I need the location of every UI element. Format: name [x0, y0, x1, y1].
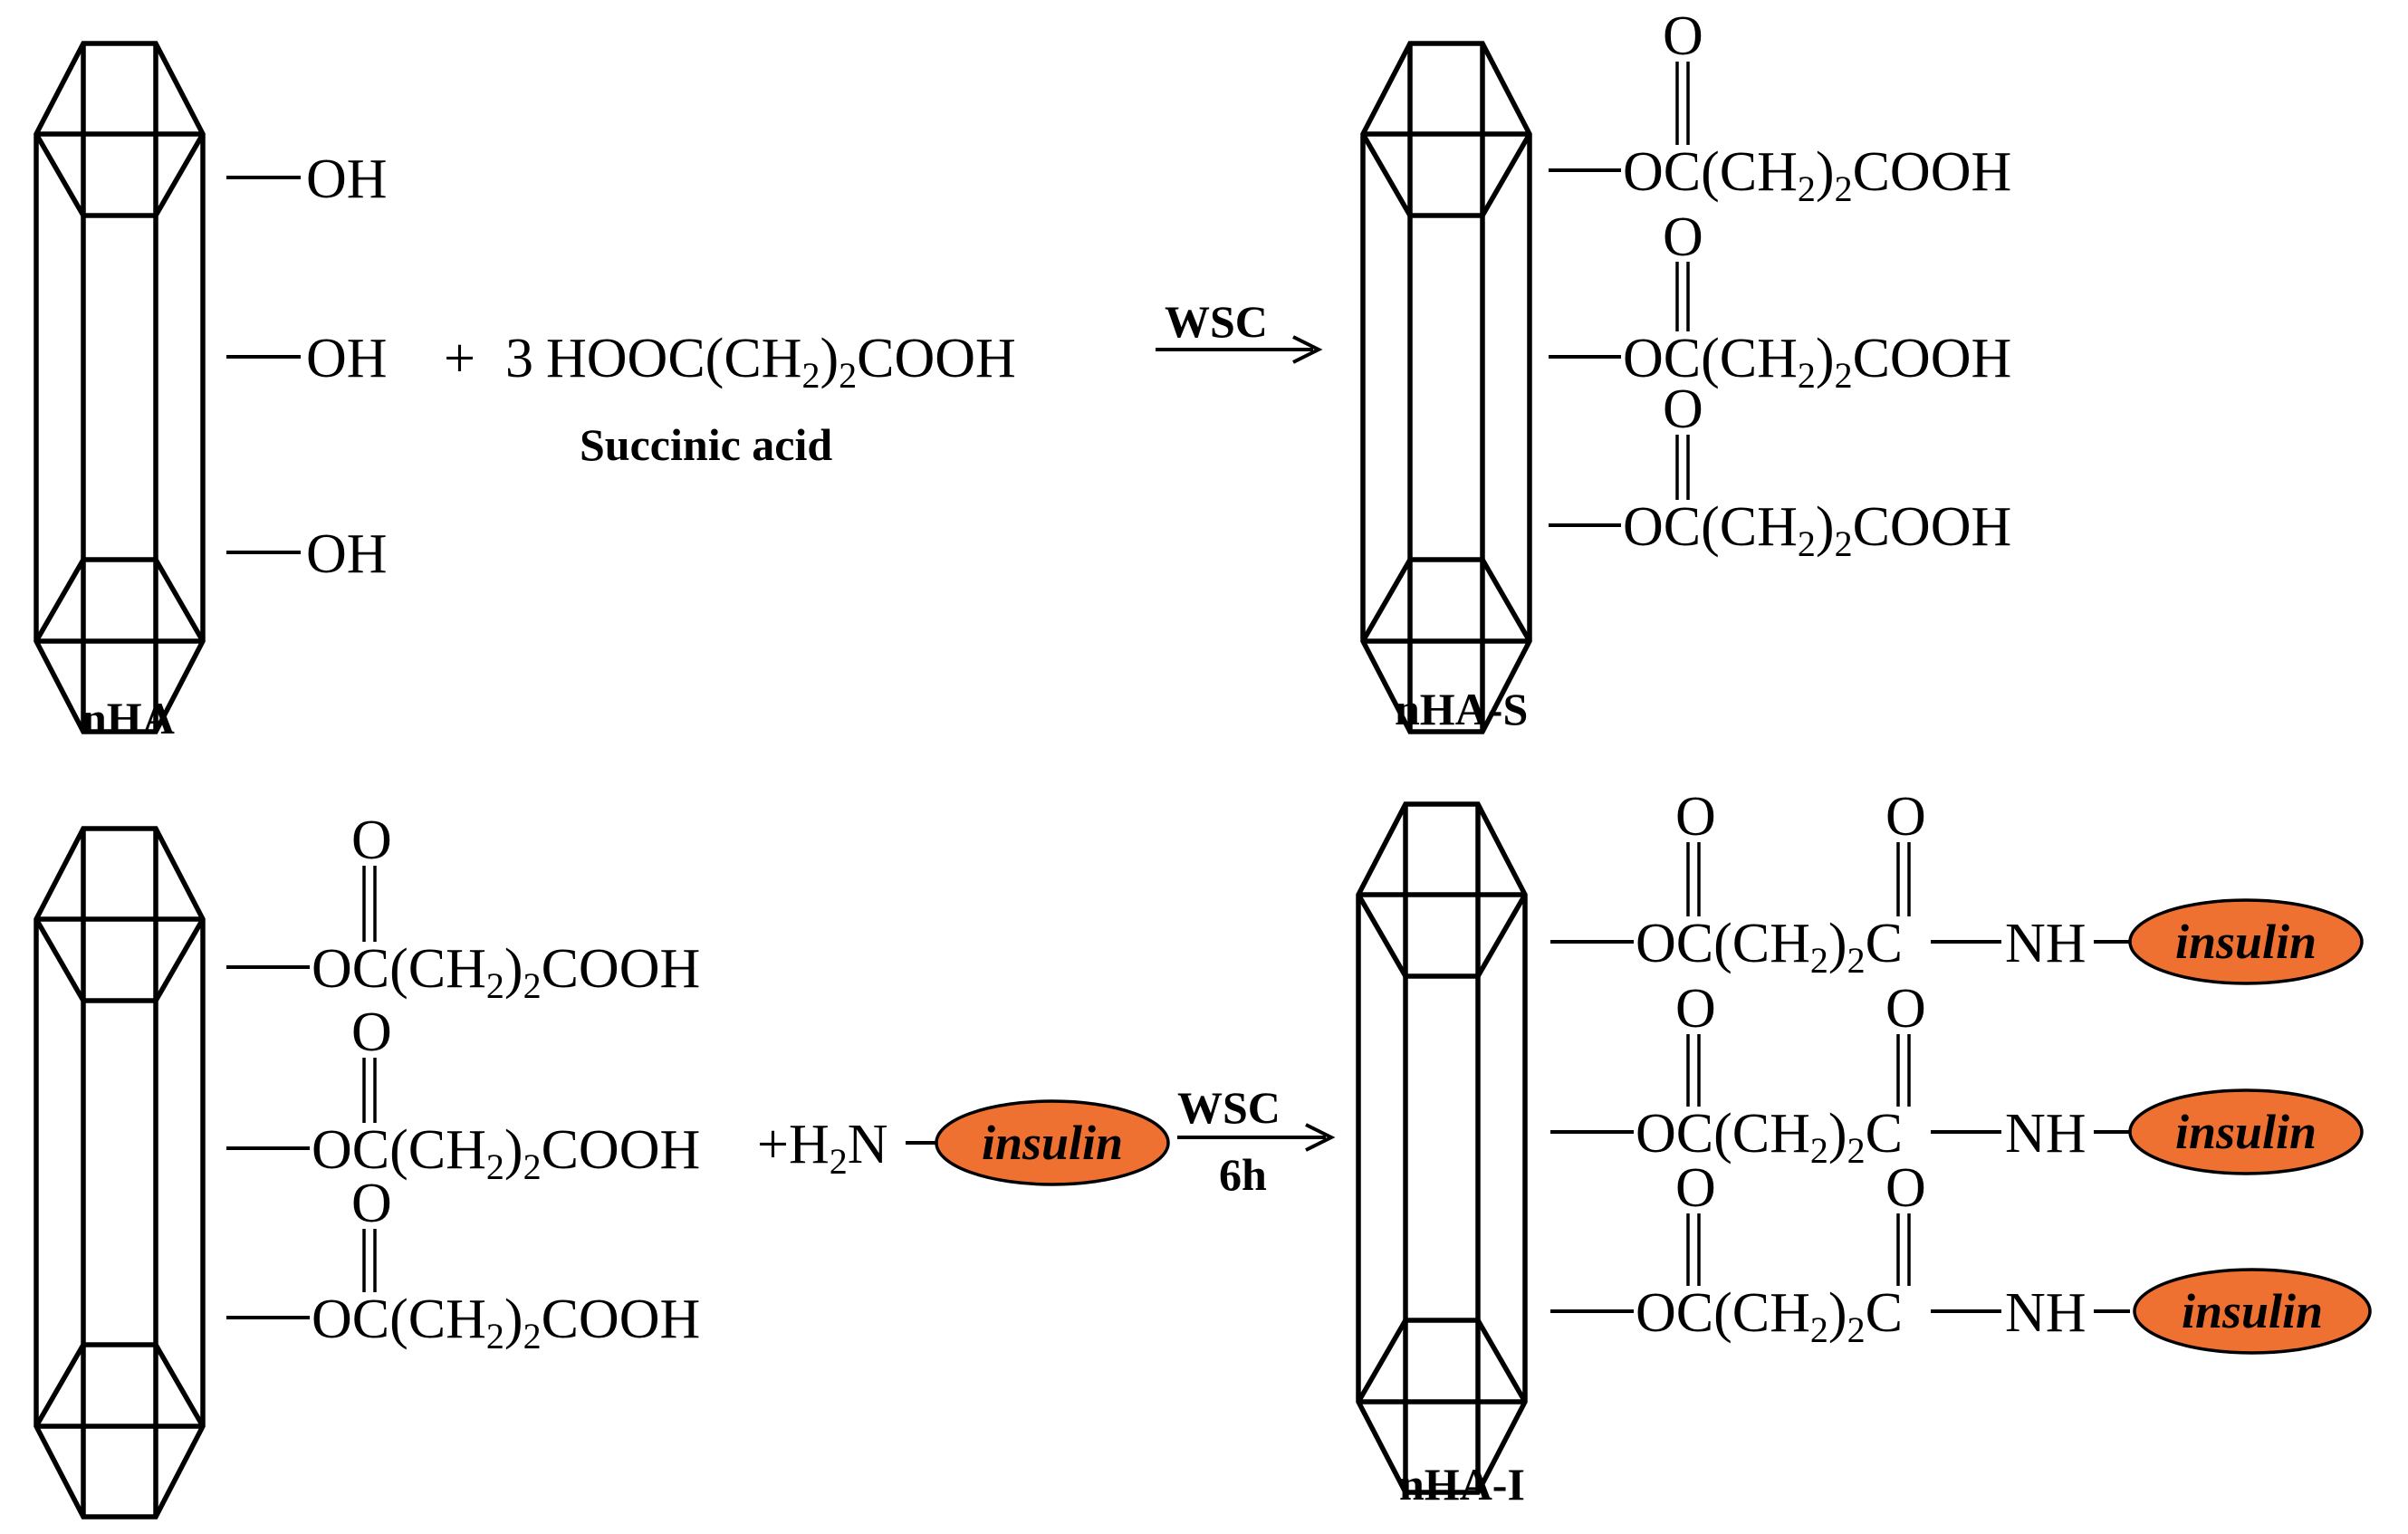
amine-formula: +H2N — [757, 1114, 888, 1182]
hydroxyl-label: OH — [306, 523, 388, 585]
nha-i-product: OC(CH2)2C O O NH insulin OC(CH2)2C O O N… — [1358, 786, 2372, 1510]
succinate-ester-group-1: OC(CH2)2COOH O — [226, 810, 700, 1006]
wsc-label: WSC — [1165, 296, 1268, 347]
carbonyl-oxygen: O — [1675, 786, 1716, 848]
succinate-ester-group-3: OC(CH2)2COOH O — [1549, 379, 2011, 564]
amide-carbonyl-oxygen: O — [1885, 978, 1926, 1040]
ester-formula: OC(CH2)2COOH — [312, 1119, 700, 1187]
nha-i-crystal-prism — [1358, 804, 1525, 1492]
nha-s-crystal-prism — [36, 829, 203, 1517]
amide-nh: NH — [2005, 1282, 2087, 1344]
nha-s-label: nHA-S — [1395, 684, 1528, 734]
hydroxyl-group-1: OH — [226, 149, 388, 210]
insulin-label: insulin — [2175, 1105, 2317, 1159]
nha-s-crystal-prism — [1363, 43, 1530, 732]
carbonyl-oxygen: O — [351, 1173, 392, 1234]
insulin-label: insulin — [2175, 915, 2317, 969]
carbonyl-oxygen: O — [351, 1002, 392, 1063]
plus-sign: + — [444, 328, 475, 389]
hydroxyl-label: OH — [306, 149, 388, 210]
amide-carbonyl-oxygen: O — [1885, 786, 1926, 848]
nha-s-reactant: OC(CH2)2COOH O OC(CH2)2COOH O OC(CH2)2CO… — [36, 810, 700, 1517]
insulin-label: insulin — [2182, 1284, 2323, 1338]
amide-nh: NH — [2005, 913, 2087, 974]
carbonyl-oxygen: O — [1663, 379, 1703, 440]
nha-label: nHA — [82, 693, 175, 743]
insulin-ellipse: insulin — [935, 1099, 1170, 1186]
ester-formula: OC(CH2)2COOH — [312, 938, 700, 1006]
step1-arrow: WSC — [1156, 296, 1323, 364]
ester-formula: OC(CH2)2COOH — [1623, 141, 2011, 209]
amide-formula: OC(CH2)2C — [1636, 913, 1903, 981]
step2-arrow: WSC 6h — [1177, 1082, 1336, 1200]
amide-formula: OC(CH2)2C — [1636, 1282, 1903, 1350]
succinate-ester-group-2: OC(CH2)2COOH O — [1549, 206, 2011, 396]
hydroxyl-group-3: OH — [226, 523, 388, 585]
insulin-ellipse — [2128, 898, 2364, 985]
succinate-ester-group-3: OC(CH2)2COOH O — [226, 1173, 700, 1357]
carbonyl-oxygen: O — [351, 810, 392, 871]
nha-i-label: nHA-I — [1399, 1459, 1525, 1510]
wsc-label: WSC — [1177, 1082, 1281, 1133]
succinate-ester-group-1: OC(CH2)2COOH O — [1549, 5, 2011, 209]
nha-reactant: OH OH OH nHA — [36, 43, 388, 743]
nha-s-product: OC(CH2)2COOH O OC(CH2)2COOH O OC(CH2)2CO… — [1363, 5, 2011, 734]
insulin-ellipse — [2133, 1268, 2372, 1355]
ester-formula: OC(CH2)2COOH — [1623, 328, 2011, 396]
insulin-conjugate-group-3: OC(CH2)2C O O NH insulin — [1550, 1157, 2372, 1355]
carbonyl-oxygen: O — [1663, 5, 1703, 67]
ester-formula: OC(CH2)2COOH — [312, 1289, 700, 1357]
amide-formula: OC(CH2)2C — [1636, 1103, 1903, 1171]
hydroxyl-group-2: OH — [226, 328, 388, 389]
reaction-time-label: 6h — [1219, 1149, 1267, 1200]
carbonyl-oxygen: O — [1675, 978, 1716, 1040]
insulin-ellipse — [2128, 1088, 2364, 1175]
succinate-ester-group-2: OC(CH2)2COOH O — [226, 1002, 700, 1187]
insulin-conjugate-group-1: OC(CH2)2C O O NH insulin — [1550, 786, 2364, 985]
insulin-conjugate-group-2: OC(CH2)2C O O NH insulin — [1550, 978, 2364, 1175]
amide-carbonyl-oxygen: O — [1885, 1157, 1926, 1219]
succinic-acid-name: Succinic acid — [580, 419, 832, 470]
carbonyl-oxygen: O — [1675, 1157, 1716, 1219]
carbonyl-oxygen: O — [1663, 206, 1703, 268]
hydroxyl-label: OH — [306, 328, 388, 389]
insulin-amine-reagent: +H2N insulin — [757, 1099, 1170, 1186]
nha-crystal-prism — [36, 43, 203, 732]
ester-formula: OC(CH2)2COOH — [1623, 496, 2011, 564]
amide-nh: NH — [2005, 1103, 2087, 1165]
insulin-label: insulin — [982, 1116, 1123, 1170]
